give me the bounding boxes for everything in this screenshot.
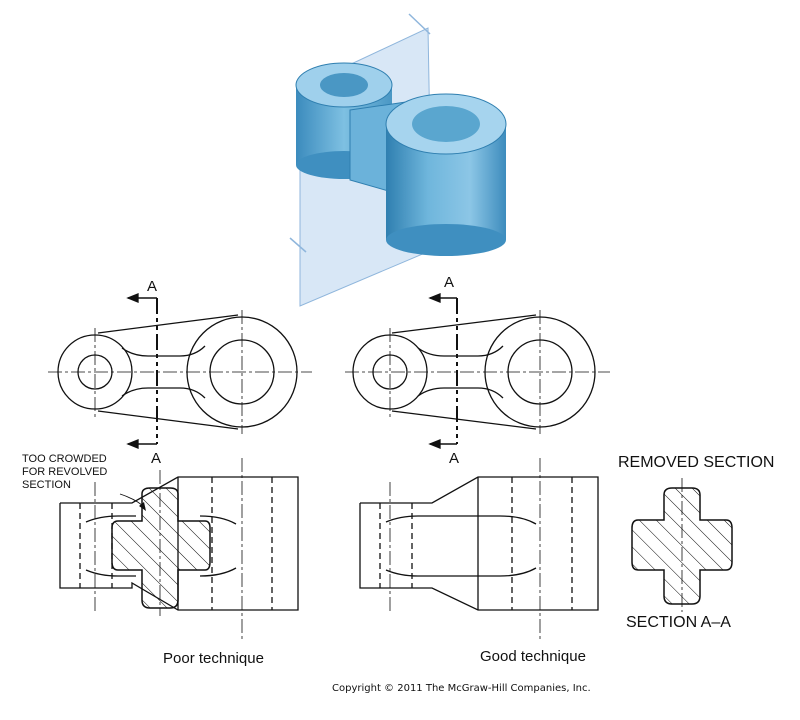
pictorial-view	[289, 13, 507, 307]
crowded-note-line3: SECTION	[22, 479, 71, 491]
good-front-view	[359, 458, 599, 642]
removed-section	[631, 478, 733, 612]
section-letter-good-bottom: A	[449, 450, 460, 467]
section-letter-poor-top: A	[147, 278, 158, 295]
crowded-note-line2: FOR REVOLVED	[22, 466, 108, 478]
poor-technique-caption: Poor technique	[163, 650, 264, 667]
plane-arrow-bottom	[289, 237, 307, 253]
plane-arrow-top	[408, 13, 431, 35]
removed-section-title: REMOVED SECTION	[618, 454, 775, 471]
copyright-notice: Copyright © 2011 The McGraw-Hill Compani…	[332, 683, 591, 694]
small-boss-hole	[320, 73, 368, 97]
section-letter-poor-bottom: A	[151, 450, 162, 467]
good-top-view	[345, 293, 610, 449]
poor-top-view	[48, 293, 312, 449]
crowded-note-line1: TOO CROWDED	[22, 453, 107, 465]
poor-front-view	[59, 458, 299, 642]
large-cylinder-hole	[412, 106, 480, 142]
large-cylinder-bottom	[386, 224, 506, 256]
revolved-section	[111, 487, 211, 609]
section-letter-good-top: A	[444, 274, 455, 291]
section-caption: SECTION A–A	[626, 614, 731, 631]
crowded-note: TOO CROWDED FOR REVOLVED SECTION	[22, 453, 142, 492]
good-technique-caption: Good technique	[480, 648, 586, 665]
